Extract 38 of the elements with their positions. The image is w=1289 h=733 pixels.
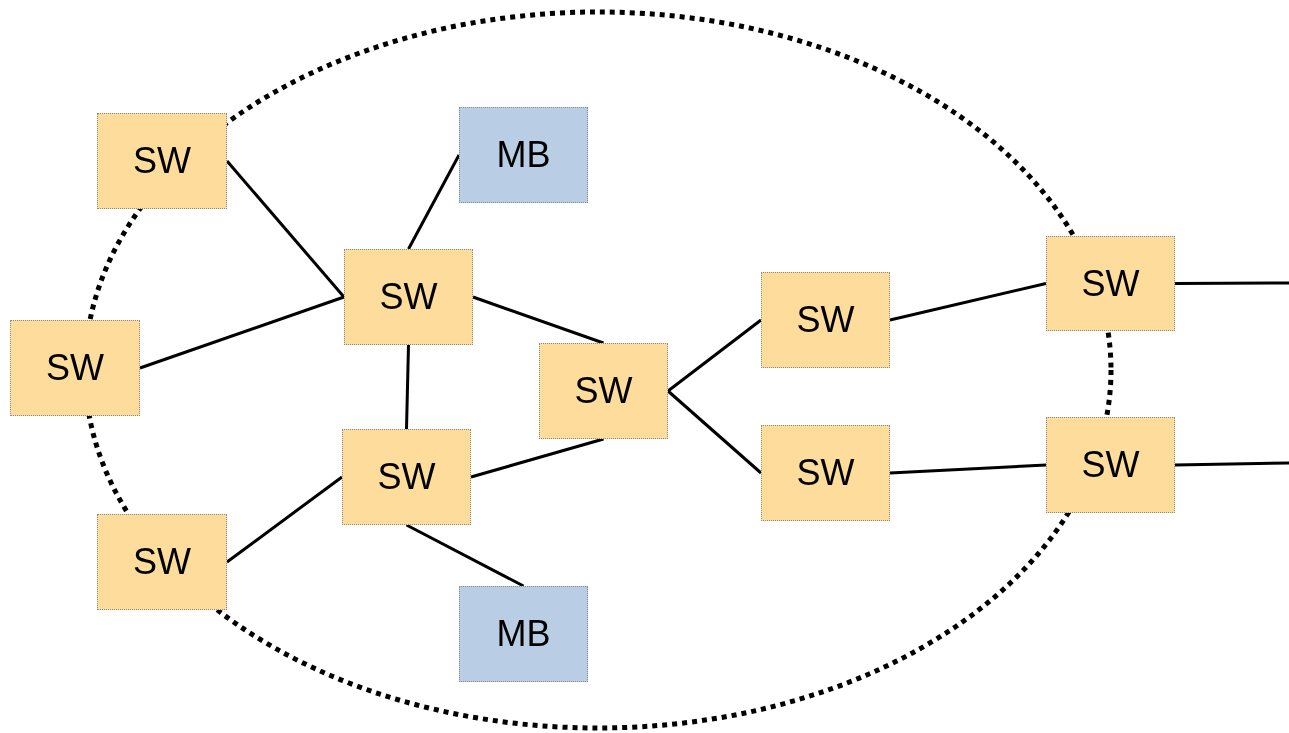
link-line (407, 154, 461, 250)
link-line (472, 295, 604, 345)
switch-node (97, 113, 227, 209)
switch-node (761, 272, 890, 368)
switch-node (1046, 417, 1175, 513)
middlebox-node (459, 107, 588, 203)
node-label: SW (379, 276, 438, 318)
switch-node (342, 429, 471, 525)
node-label: SW (796, 452, 855, 494)
switch-node (1046, 236, 1175, 331)
switch-node (97, 514, 227, 610)
node-label: SW (133, 140, 191, 182)
link-line (1175, 281, 1289, 285)
node-label: SW (46, 347, 104, 389)
node-label: SW (574, 370, 633, 412)
node-label: SW (377, 456, 436, 498)
node-label: SW (1081, 444, 1140, 486)
link-line (470, 437, 604, 479)
node-label: SW (1081, 262, 1140, 305)
middlebox-node (459, 586, 588, 682)
node-label: SW (133, 541, 191, 583)
link-line (405, 523, 525, 588)
switch-node (761, 425, 890, 521)
link-line (405, 344, 410, 430)
link-line (226, 475, 343, 564)
switch-node (344, 249, 473, 345)
link-line (889, 282, 1047, 322)
link-line (139, 295, 345, 370)
link-line (225, 160, 346, 298)
node-label: SW (796, 299, 855, 341)
link-line (889, 463, 1047, 475)
switch-node (539, 343, 668, 439)
link-line (667, 389, 762, 475)
node-label: MB (496, 134, 551, 176)
switch-node (10, 320, 140, 416)
link-line (1174, 461, 1289, 467)
node-label: MB (496, 613, 551, 655)
link-line (667, 318, 762, 393)
